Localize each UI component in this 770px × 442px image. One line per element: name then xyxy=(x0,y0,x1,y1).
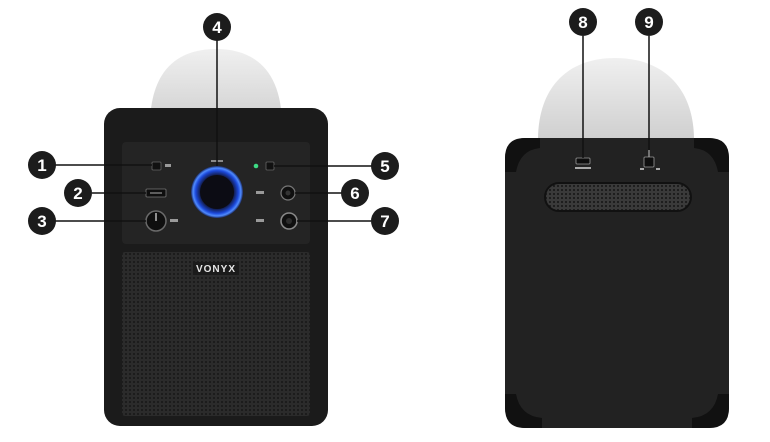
callout-5: 5 xyxy=(371,152,399,180)
charging-port xyxy=(575,157,591,165)
callout-badge xyxy=(28,151,56,179)
callout-number: 2 xyxy=(73,184,82,203)
callout-1: 1 xyxy=(28,151,56,179)
callout-badge xyxy=(635,8,663,36)
charging-port-label-mark xyxy=(575,167,591,169)
callout-number: 9 xyxy=(644,13,653,32)
aux-input-jack xyxy=(265,161,275,171)
status-led xyxy=(253,163,259,169)
bumper-bottom-left xyxy=(505,394,542,428)
callout-badge xyxy=(569,8,597,36)
bumper-top-left xyxy=(505,138,540,172)
power-label-mark-1 xyxy=(640,168,644,170)
mic-label-mark xyxy=(165,164,171,167)
callout-badge xyxy=(203,13,231,41)
brand-logo: VONYX xyxy=(196,264,236,275)
bass-port xyxy=(544,182,692,212)
callout-6: 6 xyxy=(341,179,369,207)
callout-number: 4 xyxy=(212,18,222,37)
callout-badge xyxy=(371,207,399,235)
speaker-grille xyxy=(122,252,310,416)
main-volume-knob-center xyxy=(200,175,234,209)
light-dome xyxy=(150,49,282,126)
back-cabinet xyxy=(505,138,729,428)
callout-4: 4 xyxy=(203,13,231,41)
callout-3: 3 xyxy=(28,207,56,235)
callout-number: 1 xyxy=(37,156,46,175)
line-jack-hole xyxy=(285,190,291,196)
callout-badge xyxy=(371,152,399,180)
callout-badge xyxy=(28,207,56,235)
power-label-mark-2 xyxy=(656,168,660,170)
line-jack-label-mark xyxy=(256,191,264,194)
usb-port-inner xyxy=(150,192,162,194)
front-speaker: VONYX xyxy=(104,49,328,426)
callout-number: 7 xyxy=(380,212,389,231)
brand-plate xyxy=(193,262,239,275)
callout-7: 7 xyxy=(371,207,399,235)
back-light-dome xyxy=(538,58,694,140)
mic-volume-label-mark xyxy=(170,219,178,222)
callout-2: 2 xyxy=(64,179,92,207)
callout-badge xyxy=(64,179,92,207)
bumper-bottom-right xyxy=(692,394,729,428)
callout-number: 8 xyxy=(578,13,587,32)
mic-jack-hole xyxy=(286,218,292,224)
callout-8: 8 xyxy=(569,8,597,36)
power-switch xyxy=(643,156,655,168)
callout-number: 3 xyxy=(37,212,46,231)
callout-number: 6 xyxy=(350,184,359,203)
callout-9: 9 xyxy=(635,8,663,36)
mic-input-jack xyxy=(151,161,162,171)
leader-lines xyxy=(55,36,650,222)
bumper-top-right xyxy=(694,138,729,172)
callout-number: 5 xyxy=(380,157,389,176)
mic-jack-label-mark xyxy=(256,219,264,222)
back-speaker xyxy=(505,58,729,428)
callout-badge xyxy=(341,179,369,207)
